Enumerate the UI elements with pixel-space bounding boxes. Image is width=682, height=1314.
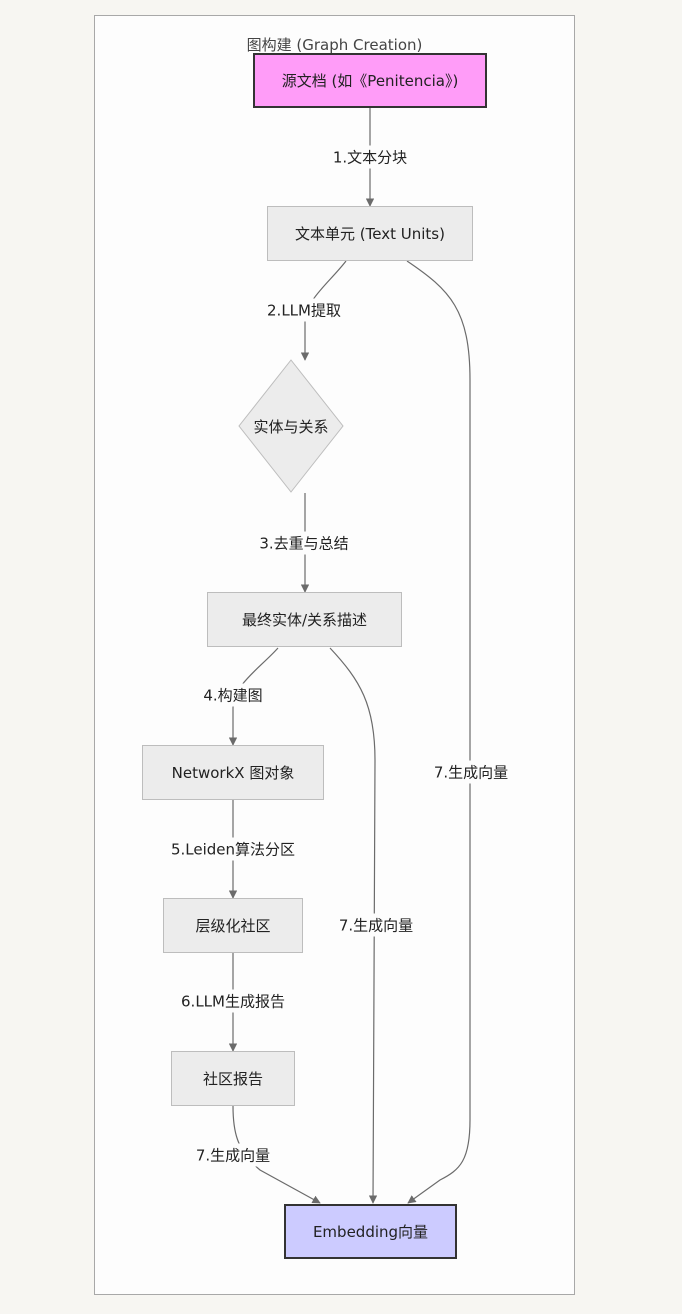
networkx-graph-label: NetworkX 图对象 bbox=[171, 764, 295, 782]
community-reports-node: 社区报告 bbox=[171, 1051, 295, 1106]
edge-label-leiden: 5.Leiden算法分区 bbox=[168, 837, 298, 861]
edge-4 bbox=[228, 647, 279, 746]
final-descriptions-node: 最终实体/关系描述 bbox=[207, 592, 402, 647]
hierarchical-communities-node: 层级化社区 bbox=[163, 898, 303, 953]
edge-label-llm-extract: 2.LLM提取 bbox=[265, 298, 343, 322]
edge-7a bbox=[406, 260, 471, 1204]
source-document-label: 源文档 (如《Penitencia》) bbox=[281, 72, 459, 90]
networkx-graph-node: NetworkX 图对象 bbox=[142, 745, 324, 800]
text-units-node: 文本单元 (Text Units) bbox=[267, 206, 473, 261]
final-descriptions-label: 最终实体/关系描述 bbox=[241, 611, 368, 629]
edge-label-chunking: 1.文本分块 bbox=[330, 145, 410, 169]
edge-label-build-graph: 4.构建图 bbox=[201, 683, 265, 707]
edge-2 bbox=[300, 260, 347, 361]
embedding-vectors-label: Embedding向量 bbox=[312, 1223, 429, 1241]
edge-label-embed-text-units: 7.生成向量 bbox=[431, 760, 511, 784]
source-document-node: 源文档 (如《Penitencia》) bbox=[253, 53, 487, 108]
edge-label-embed-reports: 7.生成向量 bbox=[193, 1143, 273, 1167]
embedding-vectors-node: Embedding向量 bbox=[284, 1204, 457, 1259]
decision-diamond-shape bbox=[238, 359, 344, 493]
text-units-label: 文本单元 (Text Units) bbox=[295, 225, 445, 243]
entities-relations-label: 实体与关系 bbox=[253, 417, 329, 436]
cluster-title: 图构建 (Graph Creation) bbox=[246, 36, 423, 54]
community-reports-label: 社区报告 bbox=[202, 1070, 263, 1088]
edge-7c bbox=[232, 1105, 321, 1204]
edge-label-embed-descriptions: 7.生成向量 bbox=[336, 913, 416, 937]
entities-relations-node: 实体与关系 bbox=[238, 359, 344, 493]
edge-label-llm-report: 6.LLM生成报告 bbox=[179, 989, 287, 1013]
edge-7b bbox=[329, 647, 378, 1204]
hierarchical-communities-label: 层级化社区 bbox=[195, 917, 271, 935]
edge-label-dedupe-summarize: 3.去重与总结 bbox=[257, 531, 351, 555]
